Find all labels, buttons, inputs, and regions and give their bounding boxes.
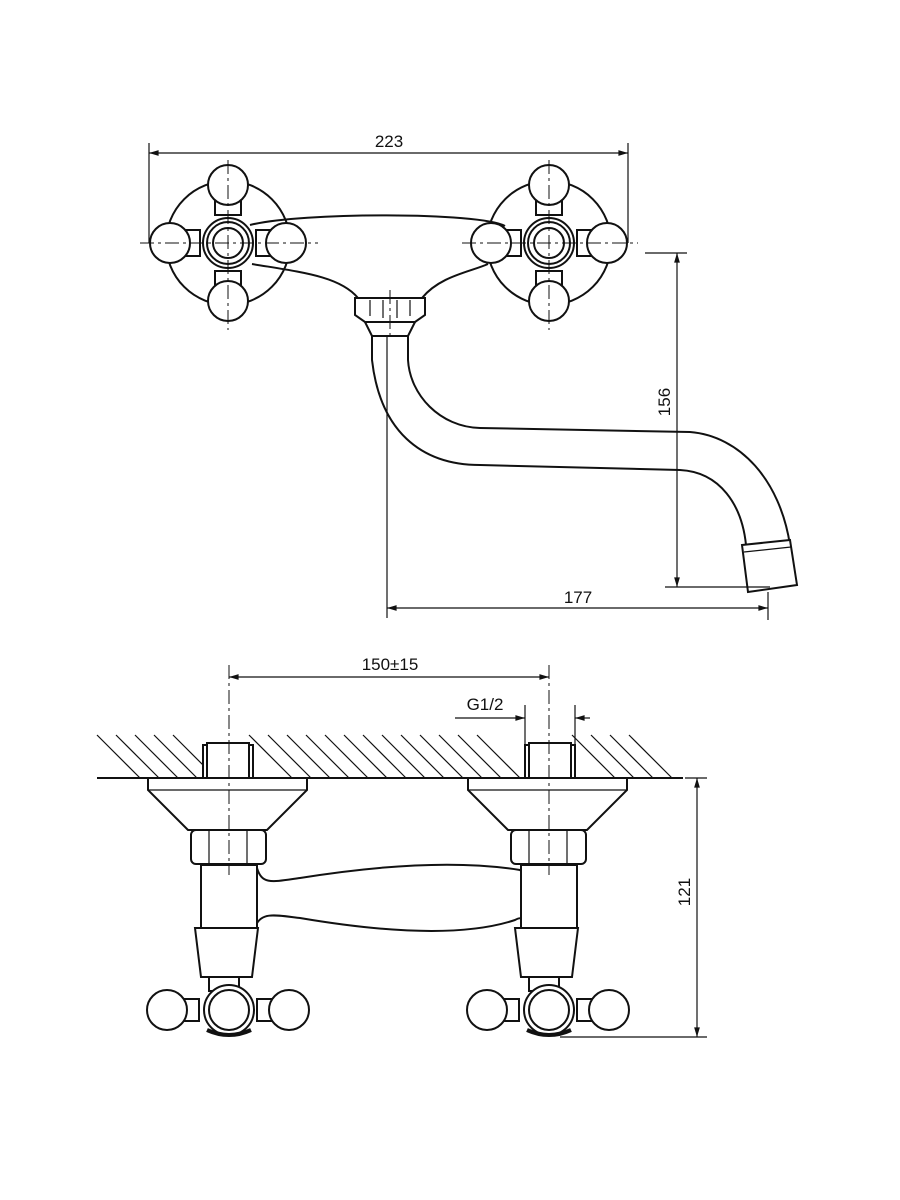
dim-width-label: 223 bbox=[375, 132, 403, 151]
hatch-line bbox=[476, 734, 521, 779]
hatch-line bbox=[115, 734, 160, 779]
hatch-line bbox=[96, 734, 141, 779]
hatch-line bbox=[628, 734, 673, 779]
hatch-line bbox=[286, 734, 331, 779]
dim-reach-label: 177 bbox=[564, 588, 592, 607]
dim-depth-label: 121 bbox=[675, 878, 694, 906]
dim-height-label: 156 bbox=[655, 388, 674, 416]
aerator bbox=[740, 538, 799, 594]
hatch-line bbox=[267, 734, 312, 779]
dim-spacing-label: 150±15 bbox=[362, 655, 419, 674]
hatch-line bbox=[609, 734, 654, 779]
spout-inner bbox=[407, 336, 791, 546]
hatch-line bbox=[324, 734, 369, 779]
hatch-line bbox=[571, 734, 616, 779]
hatch-line bbox=[438, 734, 483, 779]
hatch-line bbox=[343, 734, 388, 779]
front-view: 150±15 G1/2 121 bbox=[96, 655, 707, 1038]
hatch-line bbox=[305, 734, 350, 779]
hatch-line bbox=[153, 734, 198, 779]
spout-outer bbox=[371, 336, 747, 546]
hatch-line bbox=[362, 734, 407, 779]
wall-hatch bbox=[96, 734, 673, 779]
top-view: 223 156 177 bbox=[140, 132, 799, 620]
hatch-line bbox=[381, 734, 426, 779]
hatch-line bbox=[590, 734, 635, 779]
hatch-line bbox=[419, 734, 464, 779]
hatch-line bbox=[134, 734, 179, 779]
dim-thread-label: G1/2 bbox=[467, 695, 504, 714]
hatch-line bbox=[400, 734, 445, 779]
hatch-line bbox=[457, 734, 502, 779]
hatch-line bbox=[248, 734, 293, 779]
